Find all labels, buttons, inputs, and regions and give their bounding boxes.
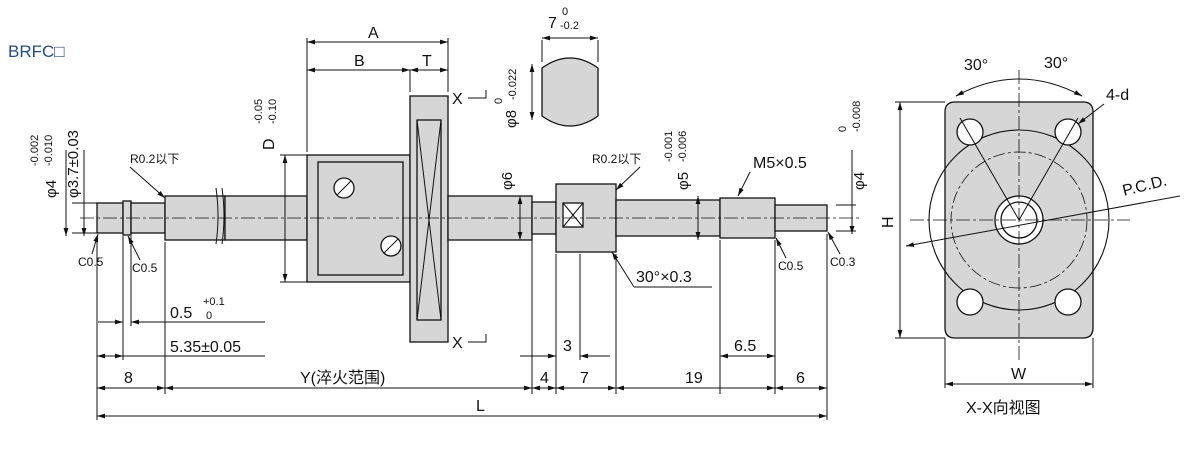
svg-text:φ4: φ4 — [851, 172, 868, 190]
thread-spec: M5×0.5 — [753, 155, 807, 172]
dim-W: W — [1011, 366, 1027, 383]
right-end-dimensions: φ6 R0.2以下 φ5 -0.001 -0.006 M5×0.5 φ4 0 -… — [499, 101, 868, 288]
svg-text:C0.3: C0.3 — [830, 255, 856, 269]
section-x-bottom: X — [452, 335, 463, 352]
dim-8: 8 — [124, 370, 133, 387]
svg-text:φ4: φ4 — [43, 180, 60, 198]
svg-text:C0.5: C0.5 — [132, 261, 158, 275]
screw-shaft — [80, 95, 860, 343]
dim-7: 7 — [580, 370, 589, 387]
svg-text:φ3.7±0.03: φ3.7±0.03 — [65, 130, 82, 198]
dim-D: D — [261, 138, 278, 150]
svg-text:0: 0 — [493, 98, 505, 104]
bolt-hole — [1054, 288, 1082, 316]
length-dimensions: 3 6.5 8 Y(淬火范围) 4 7 19 6 L — [96, 234, 828, 420]
fillet-right: R0.2以下 — [592, 152, 641, 166]
svg-text:-0.10: -0.10 — [267, 99, 279, 124]
dim-Y: Y(淬火范围) — [300, 369, 385, 387]
dim-L: L — [476, 398, 485, 415]
dim-B: B — [354, 53, 365, 70]
svg-text:+0.1: +0.1 — [203, 296, 225, 308]
svg-text:0: 0 — [562, 6, 568, 18]
nut-dimensions: A B T D -0.05 -0.10 — [253, 25, 449, 283]
svg-text:5.35±0.05: 5.35±0.05 — [170, 339, 241, 356]
dim-6: 6 — [796, 370, 805, 387]
svg-text:φ5: φ5 — [675, 172, 692, 190]
dim-H: H — [880, 216, 897, 228]
dim-6-5: 6.5 — [734, 338, 756, 355]
bolt-hole — [956, 288, 984, 316]
view-caption: X-X向视图 — [966, 399, 1041, 417]
svg-text:C0.5: C0.5 — [778, 259, 804, 273]
bolt-hole — [956, 118, 984, 146]
svg-text:-0.008: -0.008 — [851, 101, 863, 132]
model-label: BRFC□ — [8, 42, 65, 61]
svg-text:-0.002: -0.002 — [29, 135, 41, 166]
svg-text:C0.5: C0.5 — [78, 255, 104, 269]
flange-end-view: 30° 30° 4-d P.C.D. H W X-X向视图 — [880, 55, 1181, 417]
dim-19: 19 — [685, 370, 703, 387]
bolt-hole — [1054, 118, 1082, 146]
hex-width-label: 7 — [548, 15, 557, 32]
left-end-dimensions: φ4 -0.002 -0.010 φ3.7±0.03 R0.2以下 C0.5 C… — [29, 130, 265, 360]
svg-text:-0.022: -0.022 — [507, 69, 519, 100]
svg-text:φ6: φ6 — [499, 172, 516, 190]
dim-A: A — [368, 25, 379, 42]
holes-spec: 4-d — [1106, 87, 1129, 104]
svg-text:-0.05: -0.05 — [253, 99, 265, 124]
dim-3: 3 — [563, 338, 572, 355]
dim-4: 4 — [540, 370, 549, 387]
hex-end-view: 7 0 -0.2 φ8 0 -0.022 — [493, 6, 599, 128]
svg-text:φ8: φ8 — [503, 110, 520, 128]
svg-text:0: 0 — [837, 126, 849, 132]
fillet-left: R0.2以下 — [130, 152, 179, 166]
svg-text:0.5: 0.5 — [170, 305, 192, 322]
svg-text:0: 0 — [206, 310, 212, 322]
angle-right: 30° — [1044, 55, 1068, 72]
pcd-label: P.C.D. — [1121, 172, 1169, 199]
dim-T: T — [422, 53, 432, 70]
svg-text:-0.001: -0.001 — [663, 131, 675, 162]
section-marks: X X — [452, 90, 487, 352]
section-x-top: X — [452, 91, 463, 108]
angle-left: 30° — [964, 57, 988, 74]
svg-text:-0.010: -0.010 — [43, 135, 55, 166]
svg-text:-0.2: -0.2 — [560, 20, 579, 32]
svg-text:-0.006: -0.006 — [677, 131, 689, 162]
chamfer-spec: 30°×0.3 — [636, 269, 692, 286]
